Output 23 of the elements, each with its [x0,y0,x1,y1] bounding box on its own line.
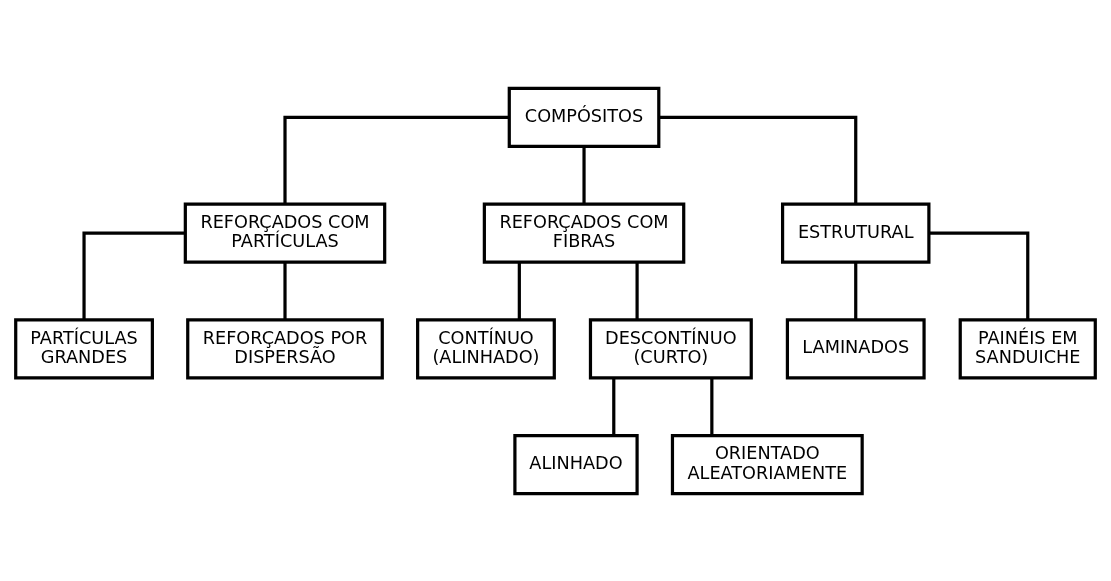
connector [283,261,287,319]
node-box: COMPÓSITOS [507,86,661,148]
connector [710,377,714,435]
connector [659,115,858,204]
node-box: ALINHADO [513,433,639,495]
node-box: CONTÍNUO (ALINHADO) [416,317,556,379]
node-box: LAMINADOS [785,317,926,379]
node-box: REFORÇADOS POR DISPERSÃO [186,317,384,379]
connector [635,261,639,319]
connector [517,261,521,319]
node-box: PAINÉIS EM SANDUICHE [958,317,1097,379]
connector [612,377,616,435]
connector [854,261,858,319]
node-box: REFORÇADOS COM FIBRAS [482,202,686,264]
node-box: DESCONTÍNUO (CURTO) [588,317,753,379]
connector [929,231,1030,320]
connector [82,231,186,320]
node-box: REFORÇADOS COM PARTÍCULAS [183,202,387,264]
node-box: ORIENTADO ALEATORIAMENTE [670,433,864,495]
node-box: ESTRUTURAL [781,202,931,264]
connector [283,115,509,204]
node-box: PARTÍCULAS GRANDES [14,317,154,379]
connector [582,146,586,204]
